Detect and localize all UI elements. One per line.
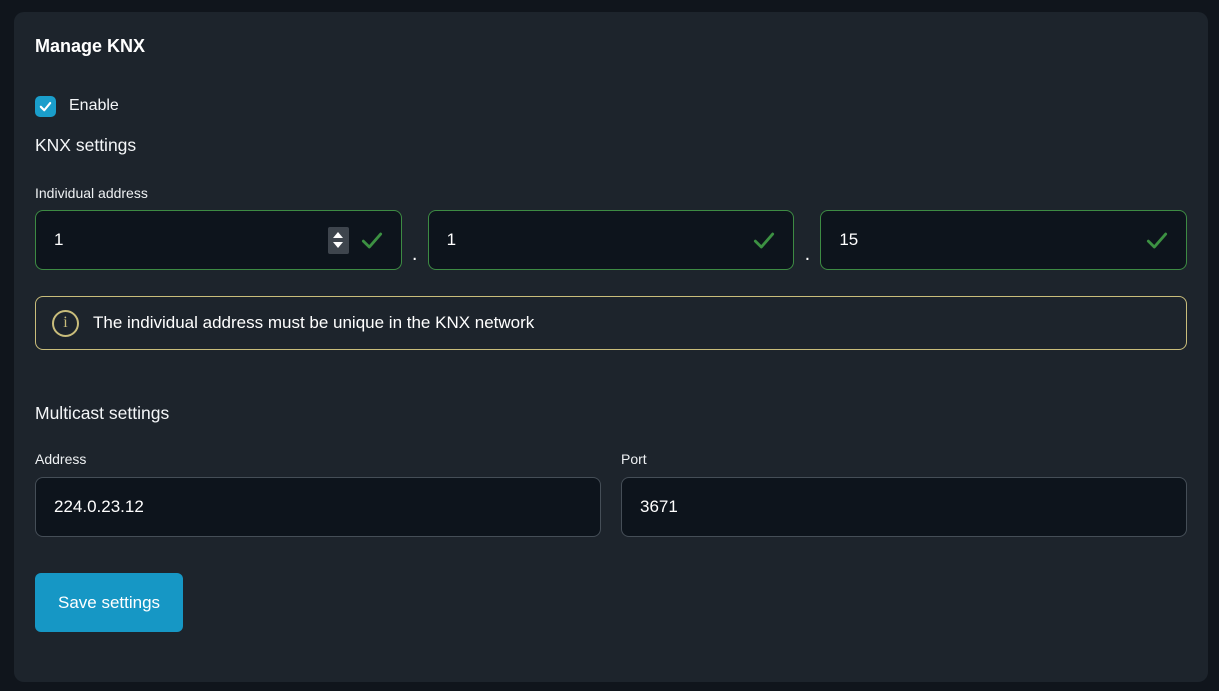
individual-address-row: . . [35, 210, 1188, 270]
multicast-settings-heading: Multicast settings [35, 403, 170, 423]
individual-address-input-2[interactable] [428, 211, 744, 269]
individual-address-field-1 [35, 210, 402, 270]
multicast-address-input[interactable] [36, 478, 584, 536]
stepper-down-icon[interactable] [333, 242, 344, 248]
individual-address-input-1[interactable] [36, 211, 328, 269]
individual-address-field-3 [820, 210, 1188, 270]
info-alert: The individual address must be unique in… [35, 296, 1187, 350]
address-separator: . [411, 243, 418, 265]
info-icon [52, 309, 79, 337]
valid-check-icon [754, 232, 775, 249]
enable-label[interactable]: Enable [69, 97, 119, 114]
individual-address-field-2 [427, 210, 795, 270]
multicast-port-group: Port [621, 425, 1187, 537]
multicast-address-field [35, 477, 601, 537]
manage-knx-card: Manage KNX Enable KNX settings Individua… [14, 12, 1208, 682]
multicast-port-input[interactable] [622, 478, 1170, 536]
page-title: Manage KNX [35, 36, 146, 56]
multicast-port-label: Port [621, 451, 647, 467]
multicast-address-label: Address [35, 451, 87, 467]
checkbox-check-icon [39, 101, 52, 111]
info-message: The individual address must be unique in… [93, 313, 535, 332]
individual-address-label: Individual address [35, 185, 148, 201]
stepper-up-icon[interactable] [333, 232, 344, 238]
valid-check-icon [361, 232, 382, 249]
save-settings-button[interactable]: Save settings [35, 573, 184, 632]
multicast-port-field [621, 477, 1187, 537]
enable-row: Enable [35, 95, 1187, 117]
knx-settings-heading: KNX settings [35, 135, 137, 155]
multicast-row: Address Port [35, 425, 1187, 537]
address-separator: . [804, 243, 811, 265]
enable-checkbox[interactable] [35, 95, 56, 117]
valid-check-icon [1146, 232, 1168, 249]
individual-address-input-3[interactable] [821, 211, 1137, 269]
multicast-address-group: Address [35, 425, 601, 537]
number-stepper[interactable] [327, 226, 349, 254]
